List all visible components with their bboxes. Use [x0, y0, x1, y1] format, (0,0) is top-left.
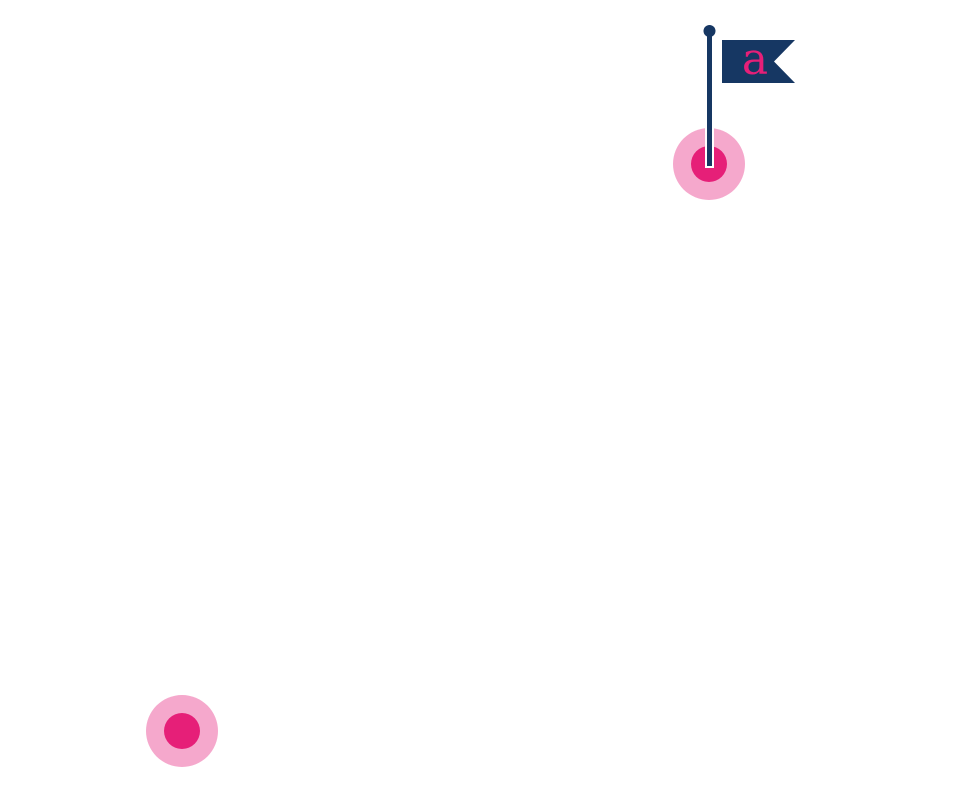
flag-banner	[722, 40, 795, 83]
flag-pole-tip	[703, 25, 716, 37]
flag-icon: a	[703, 25, 795, 168]
marker-start[interactable]: a	[673, 25, 795, 200]
marker-end[interactable]	[146, 695, 218, 767]
flag-pole	[707, 30, 712, 166]
marker-end-core	[164, 713, 200, 749]
flag-label: a	[742, 34, 768, 85]
